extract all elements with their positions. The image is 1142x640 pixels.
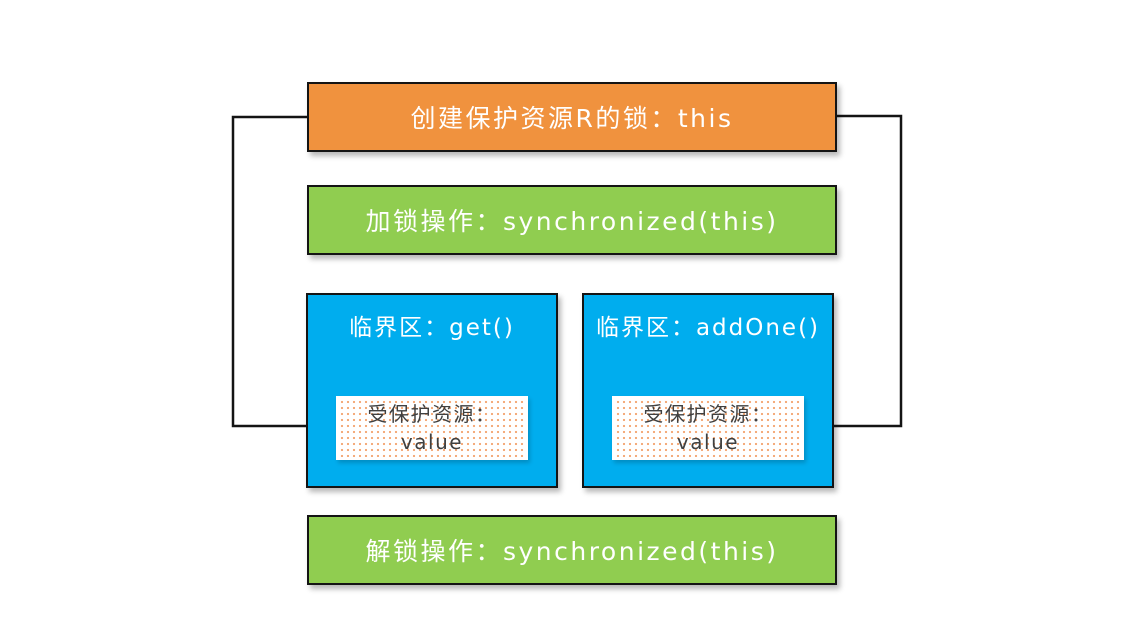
create-lock-box: 创建保护资源R的锁：this: [307, 82, 837, 152]
lock-operation-box: 加锁操作：synchronized(this): [307, 185, 837, 255]
lock-operation-label: 加锁操作：synchronized(this): [365, 207, 779, 236]
protected-resource-value-right: value: [676, 430, 740, 454]
protected-resource-title-left: 受保护资源：: [367, 402, 497, 426]
protected-resource-box-right: 受保护资源： value: [612, 396, 804, 460]
create-lock-label: 创建保护资源R的锁：this: [410, 104, 734, 133]
protected-resource-title-right: 受保护资源：: [643, 402, 773, 426]
critical-section-get-title: 临界区：get(): [349, 315, 515, 341]
unlock-operation-label: 解锁操作：synchronized(this): [365, 537, 779, 566]
protected-resource-box-left: 受保护资源： value: [336, 396, 528, 460]
critical-section-addone-box: 临界区：addOne() 受保护资源： value: [582, 293, 834, 488]
unlock-operation-box: 解锁操作：synchronized(this): [307, 515, 837, 585]
critical-section-get-box: 临界区：get() 受保护资源： value: [306, 293, 558, 488]
protected-resource-value-left: value: [400, 430, 464, 454]
critical-section-addone-title: 临界区：addOne(): [595, 315, 821, 341]
